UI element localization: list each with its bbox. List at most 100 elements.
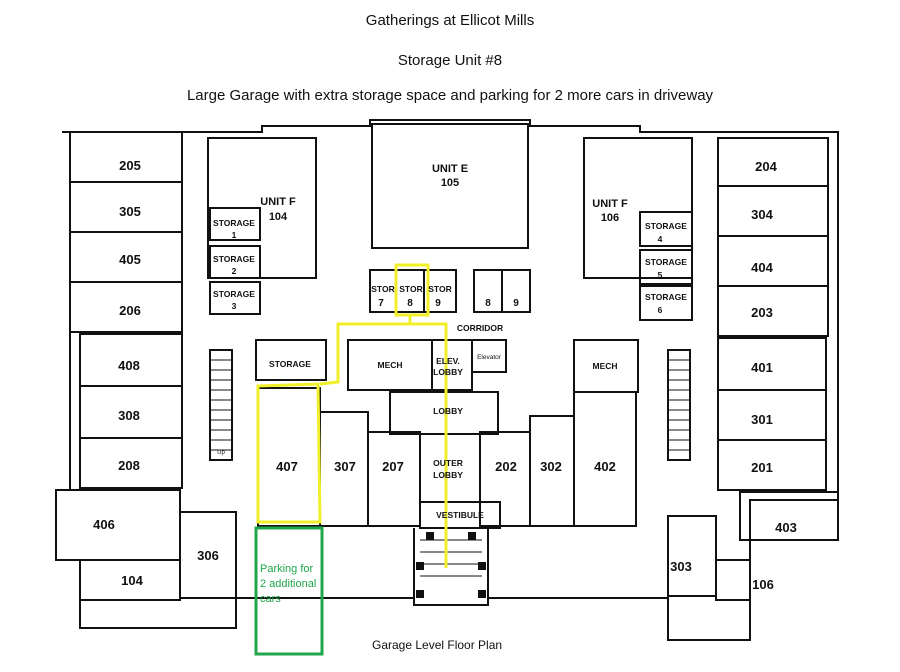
storage-4-label: STORAGE bbox=[645, 221, 687, 231]
room-label-202: 202 bbox=[495, 459, 517, 474]
room-label-306: 306 bbox=[197, 548, 219, 563]
storage-room bbox=[255, 339, 327, 381]
garage-407-highlight bbox=[256, 382, 322, 524]
storage-3-number: 3 bbox=[232, 301, 237, 311]
room-label-208: 208 bbox=[118, 458, 140, 473]
storage-2-label: STORAGE bbox=[213, 254, 255, 264]
room-label-104: 104 bbox=[121, 573, 143, 588]
elevator-label: Elevator bbox=[477, 354, 502, 361]
unit-f2-number: 106 bbox=[601, 212, 619, 224]
elev-label: ELEV. bbox=[436, 356, 460, 366]
elev-lobby-label: LOBBY bbox=[433, 367, 463, 377]
stair-up-label: Up bbox=[217, 450, 225, 456]
room-label-303: 303 bbox=[670, 559, 692, 574]
outer-lobby bbox=[419, 433, 481, 503]
stor-9 bbox=[423, 269, 457, 313]
room-label-404: 404 bbox=[751, 260, 773, 275]
unit-e-label: UNIT E bbox=[432, 163, 468, 175]
storage-3-label: STORAGE bbox=[213, 289, 255, 299]
storage-room-label: STORAGE bbox=[269, 359, 311, 369]
storage-2-number: 2 bbox=[232, 266, 237, 276]
room-label-201: 201 bbox=[751, 460, 773, 475]
stor-9b-number: 9 bbox=[513, 298, 519, 309]
unit-e-number: 105 bbox=[441, 177, 459, 189]
stor-8-highlight bbox=[394, 263, 430, 317]
entry-walk bbox=[413, 528, 489, 600]
mls-watermark: bright MLS bbox=[6, 648, 95, 668]
room-403 bbox=[739, 491, 839, 541]
storage-5-label: STORAGE bbox=[645, 257, 687, 267]
stair-right bbox=[667, 349, 691, 461]
lobby-label: LOBBY bbox=[433, 406, 463, 416]
room-label-401: 401 bbox=[751, 360, 773, 375]
stor-7-label: STOR bbox=[371, 284, 394, 294]
storage-5 bbox=[639, 249, 693, 285]
outer-lobby-label-2: LOBBY bbox=[433, 470, 463, 480]
parking-highlight bbox=[254, 526, 324, 656]
stair-left bbox=[209, 349, 233, 461]
room-label-307: 307 bbox=[334, 459, 356, 474]
storage-route-highlight bbox=[256, 263, 448, 568]
storage-3 bbox=[209, 281, 261, 315]
storage-4-number: 4 bbox=[658, 234, 663, 244]
room-203 bbox=[717, 285, 829, 337]
stor-7-number: 7 bbox=[378, 298, 384, 309]
room-label-301: 301 bbox=[751, 412, 773, 427]
room-label-308: 308 bbox=[118, 408, 140, 423]
stor-9b bbox=[501, 269, 531, 313]
room-208 bbox=[79, 437, 183, 489]
storage-1 bbox=[209, 207, 261, 241]
room-206 bbox=[69, 281, 183, 333]
storage-4 bbox=[639, 211, 693, 247]
unit-f2-label: UNIT F bbox=[592, 198, 628, 210]
room-label-403: 403 bbox=[775, 520, 797, 535]
room-label-207: 207 bbox=[382, 459, 404, 474]
room-label-203: 203 bbox=[751, 305, 773, 320]
room-406 bbox=[55, 489, 181, 561]
outer-lobby-label: OUTER bbox=[433, 458, 463, 468]
room-label-204: 204 bbox=[755, 159, 777, 174]
room-label-405: 405 bbox=[119, 252, 141, 267]
unit-f-label: UNIT F bbox=[260, 196, 296, 208]
mech-label: MECH bbox=[377, 360, 402, 370]
parking-note: Parking for 2 additional cars bbox=[260, 563, 317, 605]
room-label-302: 302 bbox=[540, 459, 562, 474]
room-306 bbox=[179, 511, 237, 599]
plan-caption: Garage Level Floor Plan bbox=[372, 638, 503, 652]
room-label-407: 407 bbox=[276, 459, 298, 474]
storage-6-label: STORAGE bbox=[645, 292, 687, 302]
room-304 bbox=[717, 185, 829, 237]
room-label-305: 305 bbox=[119, 204, 141, 219]
room-303 bbox=[667, 515, 717, 597]
unit-e-105 bbox=[371, 123, 529, 249]
corridor-label: CORRIDOR bbox=[457, 323, 503, 333]
room-404 bbox=[717, 235, 829, 287]
room-201 bbox=[717, 439, 827, 491]
room-106 bbox=[715, 559, 751, 601]
storage-1-number: 1 bbox=[232, 230, 237, 240]
storage-2 bbox=[209, 245, 261, 279]
unit-f-106 bbox=[583, 137, 693, 279]
storage-6 bbox=[639, 285, 693, 321]
stor-8-label: STOR bbox=[399, 284, 422, 294]
garage-202 bbox=[479, 431, 531, 527]
garage-207 bbox=[367, 431, 421, 527]
garage-407 bbox=[257, 387, 321, 527]
stor-8b-number: 8 bbox=[485, 298, 491, 309]
vestibule-label: VESTIBULE bbox=[436, 510, 484, 520]
room-label-304: 304 bbox=[751, 207, 773, 222]
room-label-406: 406 bbox=[93, 517, 115, 532]
room-label-205: 205 bbox=[119, 158, 141, 173]
stor-9-number: 9 bbox=[435, 298, 441, 309]
unit-f-104 bbox=[207, 137, 317, 279]
mech-2-label: MECH bbox=[592, 361, 617, 371]
storage-5-number: 5 bbox=[658, 270, 663, 280]
plan-title: Gatherings at Ellicot Mills bbox=[365, 12, 535, 29]
room-label-106: 106 bbox=[752, 577, 774, 592]
room-205 bbox=[69, 131, 183, 183]
room-label-408: 408 bbox=[118, 358, 140, 373]
plan-subtitle: Storage Unit #8 bbox=[397, 52, 503, 69]
storage-6-number: 6 bbox=[658, 305, 663, 315]
plan-description: Large Garage with extra storage space an… bbox=[186, 87, 714, 104]
